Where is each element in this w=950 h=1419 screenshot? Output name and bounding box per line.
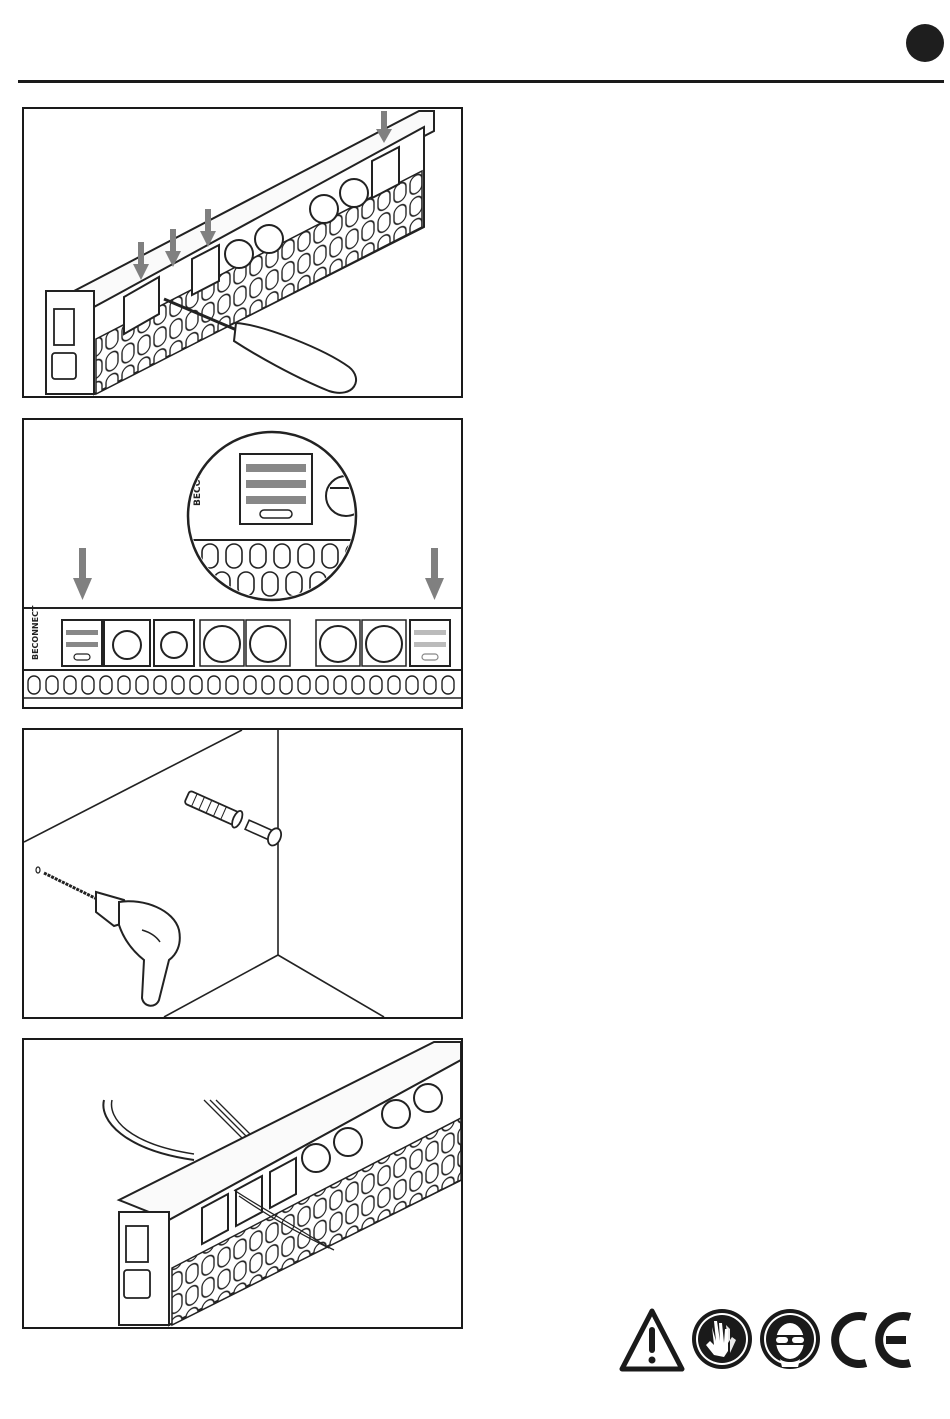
page-marker-dot bbox=[906, 24, 944, 62]
drill-wall-plug-drawing bbox=[24, 730, 461, 1017]
protective-gloves-icon bbox=[690, 1307, 754, 1371]
step-3-illustration bbox=[22, 728, 463, 1019]
step-4-illustration bbox=[22, 1038, 463, 1329]
step-2-illustration: BECONNECT BECONNECT bbox=[22, 418, 463, 709]
step-1-illustration bbox=[22, 107, 463, 398]
warning-icon bbox=[618, 1307, 686, 1373]
cable-insertion-drawing bbox=[24, 1040, 461, 1327]
power-strip-screwdriver-drawing bbox=[24, 109, 461, 396]
ce-mark-icon bbox=[830, 1307, 916, 1373]
header-rule bbox=[18, 80, 944, 83]
safety-goggles-icon bbox=[758, 1307, 822, 1371]
safety-symbols-row bbox=[618, 1307, 918, 1379]
module-detail-drawing: BECONNECT BECONNECT bbox=[24, 420, 461, 707]
strip-brand-label: BECONNECT bbox=[31, 605, 40, 660]
